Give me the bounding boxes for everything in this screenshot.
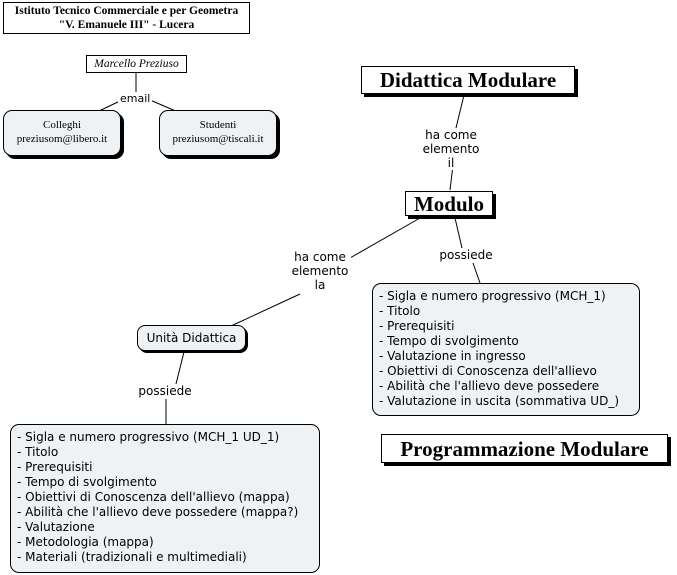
email-label: email xyxy=(118,92,153,105)
connector-possiede-list xyxy=(472,262,481,284)
list-item: Sigla e numero progressivo (MCH_1 UD_1) xyxy=(17,430,313,445)
relation-line: elemento xyxy=(291,264,349,278)
list-item: Tempo di svolgimento xyxy=(379,334,633,349)
relation-possiede-modulo: possiede xyxy=(437,248,495,262)
school-header: Istituto Tecnico Commerciale e per Geome… xyxy=(3,2,250,34)
list-item: Materiali (tradizionali e multimediali) xyxy=(17,550,313,565)
school-name-line2: "V. Emanuele III" - Lucera xyxy=(58,19,195,31)
list-item: Tempo di svolgimento xyxy=(17,475,313,490)
list-item: Abilità che l'allievo deve possedere (ma… xyxy=(17,505,313,520)
school-name-line1: Istituto Tecnico Commerciale e per Geome… xyxy=(14,5,239,17)
modulo-title: Modulo xyxy=(405,191,493,216)
programmazione-modulare-title: Programmazione Modulare xyxy=(381,434,668,463)
contact-studenti: Studenti preziusom@tiscali.it xyxy=(159,110,277,156)
relation-line: la xyxy=(314,278,326,292)
unita-didattica-node: Unità Didattica xyxy=(137,325,246,351)
ud-features-box: Sigla e numero progressivo (MCH_1 UD_1) … xyxy=(10,424,320,573)
contact-studenti-label: Studenti xyxy=(199,119,237,131)
connector-modulo-possiede xyxy=(454,217,463,249)
list-item: Sigla e numero progressivo (MCH_1) xyxy=(379,289,633,304)
list-item: Titolo xyxy=(17,445,313,460)
relation-possiede-ud: possiede xyxy=(133,384,197,398)
list-item: Valutazione in uscita (sommativa UD_) xyxy=(379,394,633,409)
list-item: Prerequisiti xyxy=(379,319,633,334)
list-item: Valutazione xyxy=(17,520,313,535)
modulo-features-box: Sigla e numero progressivo (MCH_1) Titol… xyxy=(372,283,640,416)
relation-line: ha come xyxy=(294,250,346,264)
contact-studenti-email: preziusom@tiscali.it xyxy=(172,133,264,145)
connector-unita-possiede xyxy=(175,351,185,385)
connector-relation-unita xyxy=(230,293,301,327)
relation-ha-come-elemento-la: ha come elemento la xyxy=(289,250,351,292)
list-item: Metodologia (mappa) xyxy=(17,535,313,550)
contact-colleghi-email: preziusom@libero.it xyxy=(16,133,108,145)
list-item: Valutazione in ingresso xyxy=(379,349,633,364)
list-item: Prerequisiti xyxy=(17,460,313,475)
list-item: Obiettivi di Conoscenza dell'allievo xyxy=(379,364,633,379)
connector-didattica-relation xyxy=(455,94,465,129)
author-name: Marcello Preziuso xyxy=(86,55,187,73)
didattica-modulare-title: Didattica Modulare xyxy=(361,66,575,94)
contact-colleghi: Colleghi preziusom@libero.it xyxy=(3,110,121,156)
connector-modulo-relation-la xyxy=(349,217,421,259)
relation-line: ha come xyxy=(425,128,477,142)
list-item: Abilità che l'allievo deve possedere xyxy=(379,379,633,394)
contact-colleghi-label: Colleghi xyxy=(43,119,81,131)
list-item: Obiettivi di Conoscenza dell'allievo (ma… xyxy=(17,490,313,505)
list-item: Titolo xyxy=(379,304,633,319)
relation-ha-come-elemento-il: ha come elemento il xyxy=(420,128,482,170)
relation-line: elemento il xyxy=(422,142,480,170)
